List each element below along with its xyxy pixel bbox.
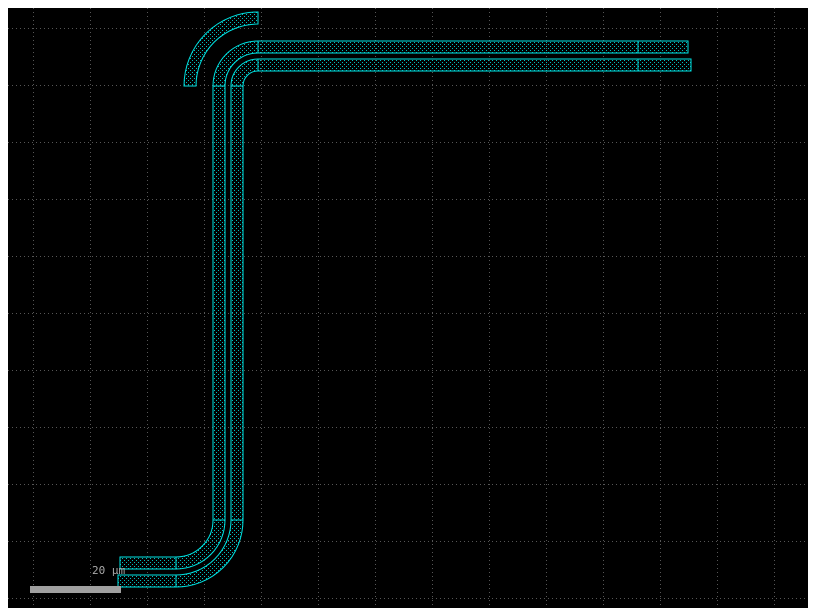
- waveguide-segment[interactable]: [117, 574, 177, 588]
- canvas-background: [8, 8, 808, 608]
- waveguide-segment[interactable]: [212, 85, 226, 521]
- waveguide-segment[interactable]: [257, 40, 639, 54]
- waveguide-segment[interactable]: [230, 85, 244, 521]
- layout-viewport: 20 µm: [8, 8, 808, 608]
- waveguide-segment[interactable]: [637, 40, 689, 54]
- waveguide-segment[interactable]: [257, 58, 639, 72]
- waveguide-segment[interactable]: [637, 58, 692, 72]
- layout-canvas[interactable]: [8, 8, 808, 608]
- waveguide-segment[interactable]: [119, 556, 177, 570]
- arc-stub-segment[interactable]: [183, 11, 259, 87]
